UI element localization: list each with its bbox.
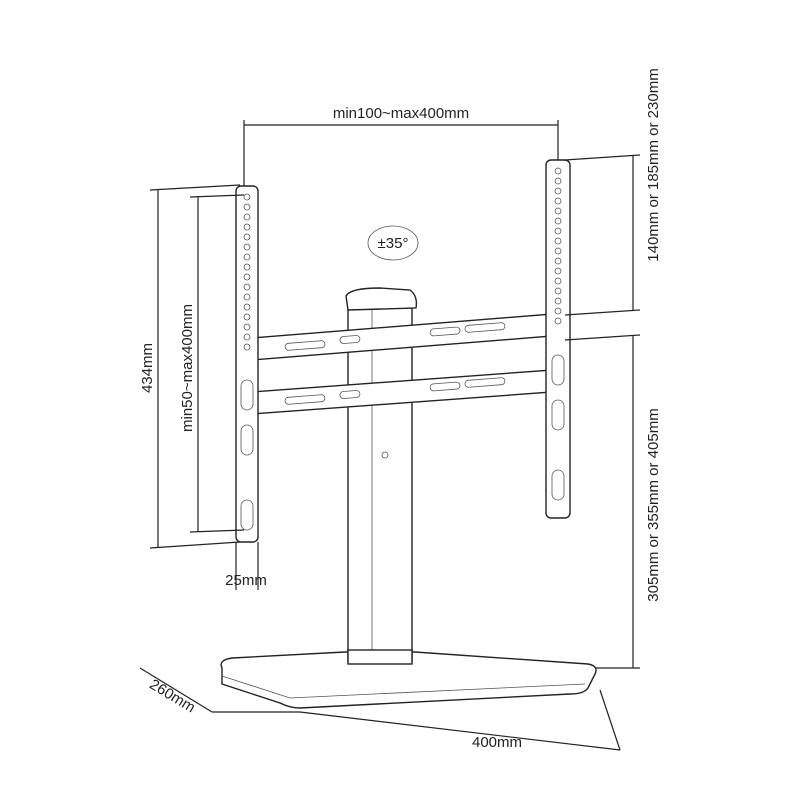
stand-column [345,287,418,665]
mounting-hole [554,267,562,275]
stand-base [220,651,597,709]
mounting-hole [243,213,251,221]
mounting-hole [243,343,251,351]
mounting-hole [243,293,251,301]
mounting-hole [243,283,251,291]
mounting-hole [554,217,562,225]
mounting-hole [554,257,562,265]
mounting-hole [243,243,251,251]
rotation-indicator: ±35° [367,225,419,261]
vesa-height-label: min50~max400mm [179,304,196,432]
mounting-hole [554,317,562,325]
mounting-hole [554,277,562,285]
mounting-hole [554,297,562,305]
mounting-hole [243,313,251,321]
mounting-hole [554,307,562,315]
base-depth-label: 260mm [146,676,198,716]
mounting-hole [554,177,562,185]
mounting-hole [243,223,251,231]
plate-width-label: 25mm [225,572,267,589]
right-vesa-plate [545,159,571,519]
vesa-width-label: min100~max400mm [333,105,469,122]
mounting-hole [554,247,562,255]
mounting-hole [554,207,562,215]
rotation-label: ±35° [378,235,409,252]
mounting-hole [243,303,251,311]
mounting-hole [243,253,251,261]
left-vesa-plate [235,185,259,543]
mounting-hole [243,333,251,341]
base-width-label: 400mm [472,734,522,751]
mounting-hole [243,203,251,211]
mounting-hole [243,263,251,271]
mounting-hole [554,287,562,295]
total-height-label: 434mm [139,343,156,393]
mounting-hole [554,187,562,195]
mounting-hole [243,273,251,281]
mounting-hole [243,323,251,331]
mounting-hole [554,237,562,245]
mounting-hole [554,227,562,235]
mounting-hole [554,167,562,175]
mounting-hole [243,193,251,201]
mounting-hole [554,197,562,205]
top-adjust-label: 140mm or 185mm or 230mm [645,68,662,261]
mounting-hole [243,233,251,241]
dimension-lines [139,120,641,751]
bottom-height-label: 305mm or 355mm or 405mm [645,408,662,601]
